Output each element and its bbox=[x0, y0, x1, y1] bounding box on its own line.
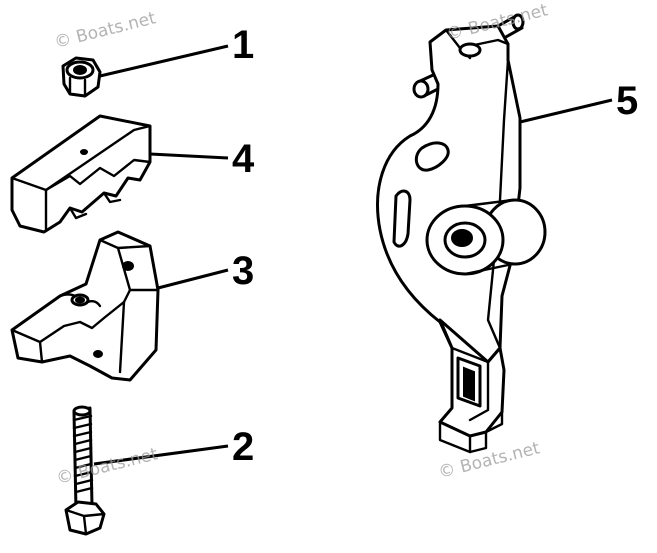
leader-line-4 bbox=[149, 152, 229, 160]
watermark-bottom-left: © Boats.net bbox=[54, 444, 160, 489]
callout-number-2: 2 bbox=[232, 425, 254, 469]
leader-line-1 bbox=[99, 44, 229, 78]
part-3-clamp-base bbox=[10, 230, 160, 382]
callout-number-3: 3 bbox=[232, 249, 254, 293]
callout-number-5: 5 bbox=[616, 79, 638, 123]
leader-line-5 bbox=[519, 98, 613, 124]
part-5-throttle-arm bbox=[376, 13, 547, 454]
leader-line-3 bbox=[157, 268, 229, 290]
callout-number-1: 1 bbox=[232, 23, 254, 67]
callout-number-4: 4 bbox=[232, 137, 255, 181]
part-1-lock-nut bbox=[61, 56, 102, 98]
watermark-top-left: © Boats.net bbox=[52, 8, 158, 53]
leader-line-2 bbox=[93, 444, 229, 466]
part-4-clamp-top bbox=[10, 114, 152, 234]
part-2-screw bbox=[64, 405, 106, 536]
